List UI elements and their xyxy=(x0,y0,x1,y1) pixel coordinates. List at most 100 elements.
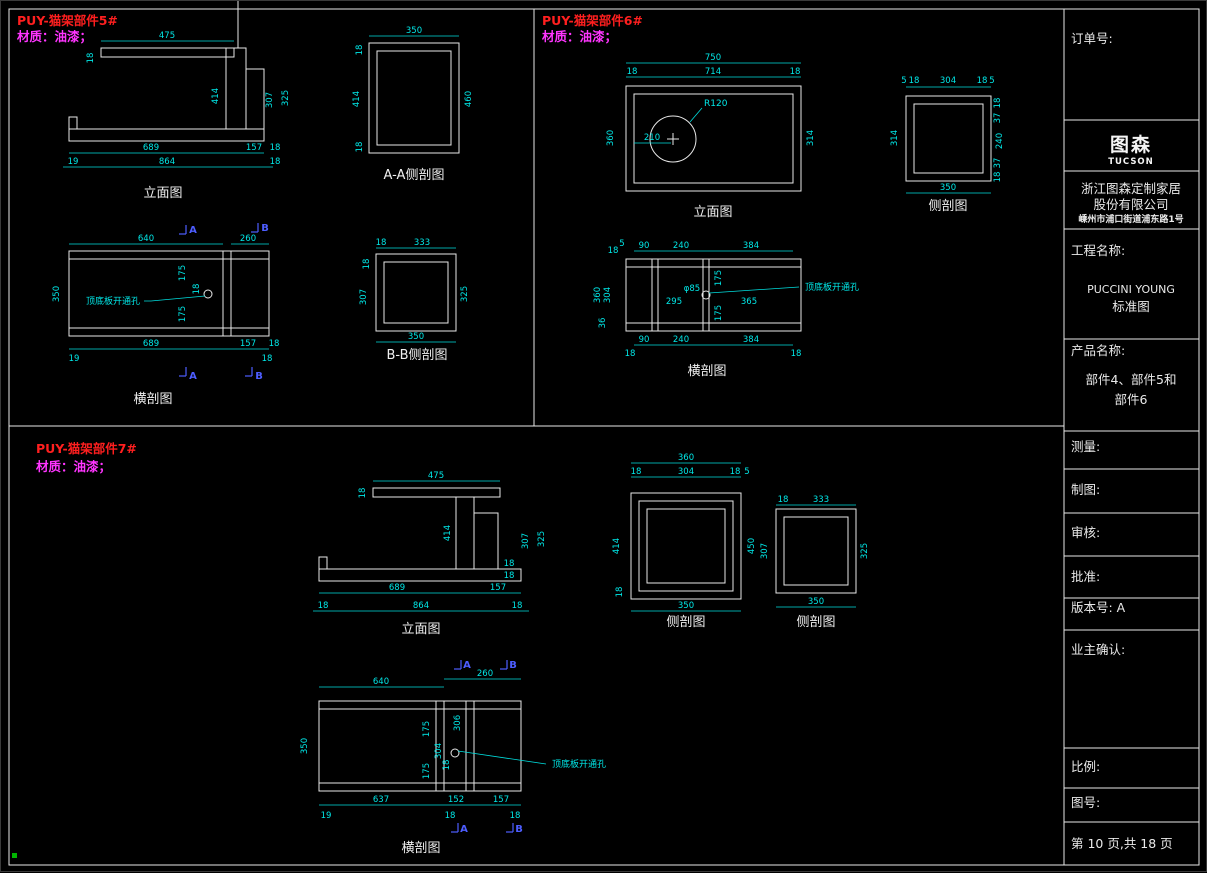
sheet-frame xyxy=(8,8,1200,866)
dimension-text: 307 xyxy=(359,289,369,305)
dimension-text: 18 xyxy=(270,143,281,153)
company-address: 嵊州市浦口街道浦东路1号 xyxy=(1078,213,1183,225)
dimension-text: 240 xyxy=(673,335,689,345)
view-label: A-A侧剖图 xyxy=(384,168,445,183)
p7-cross-section-dimensions: 640 260 A B 350 175 175 304 306 18 顶底板开通… xyxy=(300,660,606,835)
p7-elevation-geometry xyxy=(318,487,522,582)
dimension-text: 18 xyxy=(625,349,636,359)
dimension-text: 18 xyxy=(510,811,521,821)
dimension-text: 157 xyxy=(490,583,506,593)
dimension-text: 18 xyxy=(86,53,96,64)
approve-label: 批准: xyxy=(1071,569,1100,584)
dimension-text: 304 xyxy=(678,467,694,477)
dimension-text: 240 xyxy=(673,241,689,251)
dimension-text: 175 xyxy=(178,306,188,322)
view-label: 侧剖图 xyxy=(796,615,835,630)
version-label: 版本号: A xyxy=(1071,600,1126,615)
product-name-line2: 部件6 xyxy=(1115,392,1148,407)
dimension-text: 18 xyxy=(358,488,368,499)
dimension-text: 175 xyxy=(178,265,188,281)
p5-elevation-dimensions: 475 18 414 307 325 689 157 18 19 864 18 xyxy=(63,31,291,168)
dimension-text: 36 xyxy=(598,318,608,329)
dimension-text: 304 xyxy=(434,743,444,759)
dimension-text: 414 xyxy=(352,91,362,107)
dimension-text: 414 xyxy=(612,538,622,554)
dimension-text: 18 xyxy=(512,601,523,611)
part-title: PUY-猫架部件5# xyxy=(17,13,118,28)
dimension-text: 18 xyxy=(790,67,801,77)
dimension-text: 18 xyxy=(318,601,329,611)
dimension-text: 175 xyxy=(714,270,724,286)
dimension-text: 689 xyxy=(143,143,159,153)
dimension-text: 90 xyxy=(639,335,650,345)
dimension-text: 18 xyxy=(504,571,515,581)
dimension-text: 333 xyxy=(813,495,829,505)
dimension-text: 304 xyxy=(940,76,956,86)
dimension-text: 360 xyxy=(593,287,603,303)
view-label: 侧剖图 xyxy=(666,615,705,630)
company-logo-sub: TUCSON xyxy=(1108,157,1154,167)
section-marker-a: A xyxy=(189,371,197,382)
draft-label: 制图: xyxy=(1071,482,1100,497)
section-marker-b: B xyxy=(261,223,269,234)
dimension-text: 689 xyxy=(143,339,159,349)
p5-bb-section-dimensions: 18 333 18 307 325 350 xyxy=(359,238,470,343)
dimension-text: 18 xyxy=(730,467,741,477)
dimension-text: 306 xyxy=(453,715,463,731)
dimension-text: 18 xyxy=(355,45,365,56)
dimension-text: 19 xyxy=(69,354,80,364)
dimension-text: 18 xyxy=(627,67,638,77)
dimension-text: 260 xyxy=(477,669,493,679)
p7-elevation-dimensions: 475 18 414 307 325 18 18 689 157 18 864 … xyxy=(313,471,547,612)
dimension-text: 18 xyxy=(362,259,372,270)
section-marker-b: B xyxy=(515,824,523,835)
section-marker-a: A xyxy=(460,824,468,835)
p6-side-section-geometry xyxy=(905,95,992,182)
dimension-text: 640 xyxy=(138,234,154,244)
p5-elevation-geometry xyxy=(68,1,265,142)
dimension-text: 450 xyxy=(747,538,757,554)
dimension-text: 689 xyxy=(389,583,405,593)
owner-confirm-label: 业主确认: xyxy=(1071,642,1125,657)
dimension-text: 19 xyxy=(68,157,79,167)
dimension-text: 18 xyxy=(269,339,280,349)
dimension-text: 350 xyxy=(678,601,694,611)
p5-cross-section-geometry xyxy=(68,250,270,337)
dimension-text: 384 xyxy=(743,241,759,251)
p5-cross-section-dimensions: 640 260 A B 350 175 175 18 顶底板开通孔 689 15… xyxy=(52,223,279,382)
dimension-text: 37 xyxy=(993,113,1003,124)
dimension-text: 307 xyxy=(265,92,275,108)
dimension-text: 175 xyxy=(422,763,432,779)
dimension-text: 350 xyxy=(300,738,310,754)
dimension-text: 307 xyxy=(760,543,770,559)
dimension-text: 18 xyxy=(608,246,619,256)
p6-elevation-geometry xyxy=(625,85,802,192)
dimension-text: 314 xyxy=(890,130,900,146)
dimension-text: 475 xyxy=(159,31,175,41)
company-logo: 图森 xyxy=(1110,133,1152,156)
dimension-text: 18 xyxy=(442,760,452,771)
dimension-text: 460 xyxy=(464,91,474,107)
dimension-text: 637 xyxy=(373,795,389,805)
p7-side1-section-dimensions: 360 18 304 18 5 414 18 450 350 xyxy=(612,453,757,612)
dimension-text: 157 xyxy=(246,143,262,153)
dimension-text: 384 xyxy=(743,335,759,345)
p7-side1-section-geometry xyxy=(630,492,742,600)
dimension-text: 18 xyxy=(355,142,365,153)
part-title: PUY-猫架部件7# xyxy=(36,441,137,456)
p6-cross-section-geometry xyxy=(625,258,802,332)
dimension-text: 18 xyxy=(445,811,456,821)
dimension-text: 350 xyxy=(408,332,424,342)
section-marker-b: B xyxy=(255,371,263,382)
view-label: 横剖图 xyxy=(687,364,726,379)
dimension-text: 18 xyxy=(192,284,202,295)
dimension-text: 864 xyxy=(159,157,175,167)
page-info: 第 10 页,共 18 页 xyxy=(1071,836,1173,851)
p5-aa-section-dimensions: 350 18 414 18 460 xyxy=(352,26,474,152)
dimension-text: 18 xyxy=(504,559,515,569)
dimension-text: 18 xyxy=(993,98,1003,109)
project-name-line1: PUCCINI YOUNG xyxy=(1087,283,1175,296)
dimension-text: 5 xyxy=(989,76,994,86)
dimension-text: 325 xyxy=(860,543,870,559)
company-name-line2: 股份有限公司 xyxy=(1093,197,1168,212)
